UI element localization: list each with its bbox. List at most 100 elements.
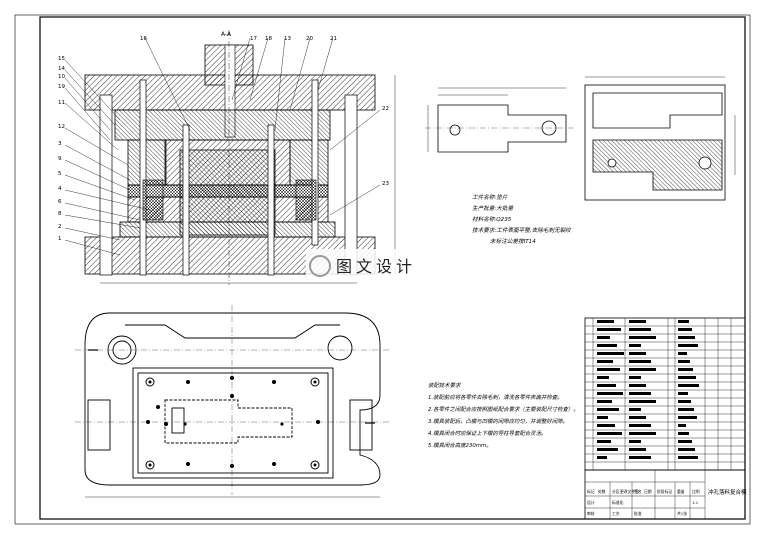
parts-list-cell-text	[597, 344, 617, 347]
part-number: 16	[140, 36, 147, 42]
part-number: 10	[58, 74, 65, 80]
parts-list-cell-text	[629, 352, 646, 355]
parts-list-cell-text	[597, 360, 613, 363]
part-number: 3	[58, 141, 62, 147]
plan-view	[75, 305, 390, 498]
outer-border	[14, 14, 751, 525]
tb-label: 阶段标记	[657, 489, 672, 494]
part-number: 23	[382, 181, 389, 187]
tech-note: 5.模具闭合高度230mm。	[428, 442, 492, 449]
part-number: 4	[58, 186, 62, 192]
parts-list-cell-text	[597, 368, 620, 371]
parts-list-cell-text	[629, 320, 646, 323]
parts-list-cell-text	[629, 328, 651, 331]
parts-list-cell-text	[678, 328, 692, 331]
part-numbers-left: 15 14 10 19 11 12 3 9 5 4 6 8 2 1	[58, 56, 65, 242]
parts-list-cell-text	[678, 376, 696, 379]
process-line: 生产批量:大批量	[472, 205, 514, 212]
process-line: 未标注公差按IT14	[490, 238, 536, 245]
part-number: 1	[58, 236, 62, 242]
parts-list-cell-text	[678, 336, 695, 339]
parts-list-cell-text	[597, 328, 621, 331]
part-number: 17	[250, 36, 257, 42]
parts-list-cell-text	[678, 448, 695, 451]
section-label: A-A	[221, 31, 232, 38]
parts-list-cell-text	[678, 360, 690, 363]
part-number: 15	[58, 56, 65, 62]
parts-list-cell-text	[629, 448, 646, 451]
parts-list-cell-text	[678, 424, 686, 427]
tb-label: 标记	[587, 489, 595, 494]
tech-note: 3.模具装配后，凸模与凹模的间隙应均匀，并调整好间隙。	[428, 418, 568, 425]
section-view	[64, 30, 396, 285]
tb-label: 日期	[644, 489, 652, 494]
part-number: 11	[58, 100, 65, 106]
parts-list-cell-text	[597, 424, 615, 427]
part-number: 20	[306, 36, 313, 42]
tb-label: 比例	[692, 489, 700, 494]
parts-list-cell-text	[597, 352, 624, 355]
tech-notes-title: 装配技术要求	[428, 382, 461, 389]
parts-list-cell-text	[678, 384, 699, 387]
tb-label: 工艺	[612, 511, 620, 516]
parts-list-cell-text	[629, 416, 646, 419]
watermark-text: 图文设计	[336, 257, 416, 276]
part-number: 21	[330, 36, 337, 42]
title-block-labels: 标记 处数 分区 更改文件号 签名 日期 设计 标准化 阶段标记 重量 比例 审…	[587, 489, 700, 516]
parts-list-cell-text	[629, 392, 651, 395]
parts-list-cell-text	[629, 344, 641, 347]
part-number: 9	[58, 156, 62, 162]
process-line: 工件名称:垫片	[472, 194, 508, 201]
part-number: 14	[58, 66, 65, 72]
tb-label: 重量	[677, 489, 685, 494]
part-number: 18	[265, 36, 272, 42]
tb-scale: 1:1	[692, 500, 699, 505]
section-markers	[88, 349, 375, 424]
parts-list-cell-text	[597, 416, 608, 419]
watermark: 图文设计	[306, 249, 458, 281]
parts-list-cell-text	[629, 336, 656, 339]
tb-label: 处数	[598, 489, 606, 494]
tb-label: 更改文件号	[620, 489, 639, 494]
process-line: 材料名称:Q235	[472, 216, 512, 223]
parts-list-cell-text	[678, 432, 689, 435]
parts-list-cell-text	[678, 320, 689, 323]
parts-list-cell-text	[629, 432, 656, 435]
parts-list-cell-text	[629, 408, 641, 411]
parts-list-cell-text	[597, 448, 618, 451]
plan-view-holes	[145, 376, 320, 470]
parts-list-cell-text	[629, 424, 651, 427]
part-number: 22	[382, 106, 389, 112]
part-number: 13	[284, 36, 291, 42]
process-line: 技术要求:工件表面平整,去除毛刺无裂纹	[472, 227, 572, 234]
parts-list-cell-text	[597, 400, 612, 403]
tech-notes: 装配技术要求 1.装配前应将各零件去除毛刺，清洗各零件表面并检查。 2.各零件之…	[428, 382, 579, 449]
parts-list-cell-text	[678, 440, 692, 443]
part-number: 12	[58, 124, 65, 130]
tech-note: 4.模具闭合时应保证上下模的导柱导套配合灵活。	[428, 430, 546, 437]
parts-list-cell-text	[678, 352, 687, 355]
parts-list-table	[584, 317, 746, 471]
parts-list-cell-text	[629, 368, 656, 371]
part-numbers-top: 16 17 18 13 20 21	[140, 36, 337, 42]
parts-list-cell-text	[597, 440, 611, 443]
parts-list-cell-text	[678, 416, 697, 419]
parts-list-rows	[585, 320, 745, 463]
part-outline-view	[425, 87, 575, 153]
parts-list-cell-text	[597, 376, 609, 379]
parts-list-cell-text	[629, 400, 656, 403]
parts-list-cell-text	[678, 368, 693, 371]
parts-list-cell-text	[629, 440, 641, 443]
part-number: 6	[58, 199, 62, 205]
parts-list-cell-text	[597, 320, 614, 323]
parts-list-cell-text	[629, 456, 651, 459]
parts-list-cell-text	[597, 432, 622, 435]
parts-list-cell-text	[629, 360, 651, 363]
part-number: 2	[58, 224, 62, 230]
process-info: 工件名称:垫片 生产批量:大批量 材料名称:Q235 技术要求:工件表面平整,去…	[472, 194, 572, 245]
part-strip-view	[584, 76, 736, 201]
parts-list-cell-text	[629, 376, 641, 379]
title-block	[584, 469, 746, 520]
parts-list-cell-text	[678, 344, 698, 347]
parts-list-cell-text	[678, 456, 698, 459]
